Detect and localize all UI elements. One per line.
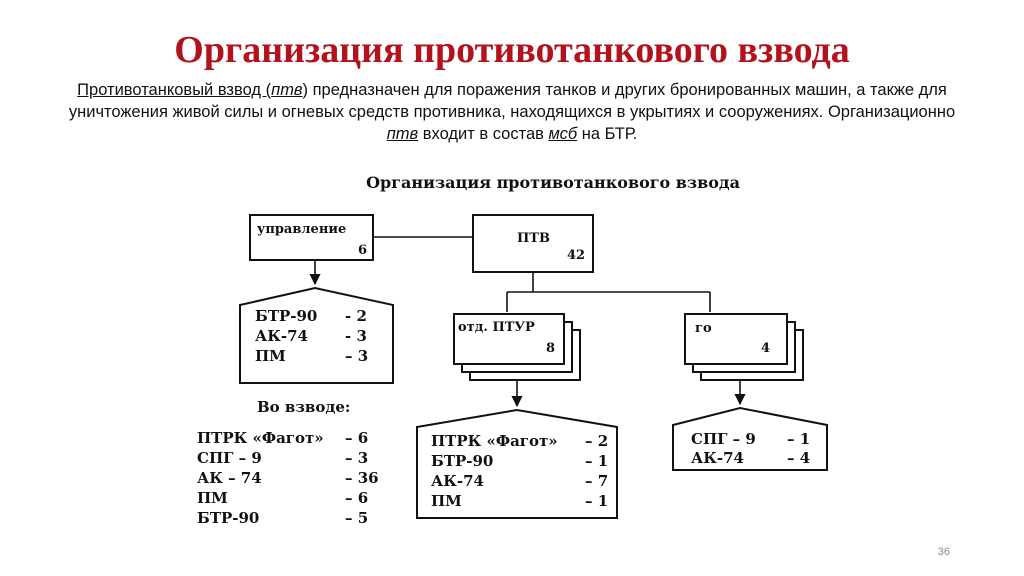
upr-item-value: – 3 <box>345 347 368 365</box>
slide-number: 36 <box>937 546 950 558</box>
ptur-item-name: ПТРК «Фагот» <box>431 432 558 450</box>
upr-item-value: - 3 <box>345 327 367 345</box>
ptur-item-value: – 2 <box>585 432 608 450</box>
go-equipment-box: СПГ – 9 – 1 АК-74 – 4 <box>672 406 828 471</box>
ptv-box: ПТВ 42 <box>472 214 594 273</box>
go-box: го 4 <box>684 313 804 381</box>
org-diagram: Организация противотанкового взвода упра… <box>195 160 835 550</box>
ptv-count: 42 <box>567 248 585 263</box>
totals-item-value: – 5 <box>345 509 368 527</box>
totals-item-name: АК – 74 <box>197 469 262 487</box>
totals-item-value: – 6 <box>345 489 368 507</box>
upravlenie-label: управление <box>257 222 346 237</box>
upr-equipment-box: БТР-90 - 2 АК-74 - 3 ПМ – 3 <box>239 286 394 384</box>
intro-end: на БТР. <box>577 125 638 143</box>
go-label: го <box>695 321 712 336</box>
upr-item-name: БТР-90 <box>255 307 317 325</box>
otd-ptur-count: 8 <box>546 341 555 356</box>
go-item-name: СПГ – 9 <box>691 430 756 448</box>
ptur-item-value: – 1 <box>585 452 608 470</box>
ptur-item-value: – 1 <box>585 492 608 510</box>
go-item-name: АК-74 <box>691 449 744 467</box>
upr-item-value: - 2 <box>345 307 367 325</box>
intro-paragraph: Противотанковый взвод (птв) предназначен… <box>60 79 964 145</box>
ptur-item-name: АК-74 <box>431 472 484 490</box>
slide-title: Организация противотанкового взвода <box>174 29 850 71</box>
totals-item-name: ПМ <box>197 489 228 507</box>
intro-mid: ) предназначен для поражения танков и др… <box>68 81 956 121</box>
upr-item-name: ПМ <box>255 347 286 365</box>
totals-item-name: БТР-90 <box>197 509 259 527</box>
ptur-item-name: БТР-90 <box>431 452 493 470</box>
ptur-item-name: ПМ <box>431 492 462 510</box>
ptur-item-value: – 7 <box>585 472 608 490</box>
go-item-value: – 1 <box>787 430 810 448</box>
intro-abbr-ptv: птв <box>271 81 303 99</box>
otd-ptur-label: отд. ПТУР <box>458 320 535 335</box>
totals-item-value: – 6 <box>345 429 368 447</box>
totals-item-value: – 36 <box>345 469 379 487</box>
totals-item-value: – 3 <box>345 449 368 467</box>
totals-item-name: ПТРК «Фагот» <box>197 429 324 447</box>
upr-item-name: АК-74 <box>255 327 308 345</box>
intro-abbr-msb: мсб <box>548 125 578 143</box>
otd-ptur-box: отд. ПТУР 8 <box>453 313 581 381</box>
org-diagram-svg: Организация противотанкового взвода упра… <box>197 173 828 527</box>
upravlenie-count: 6 <box>358 243 367 258</box>
go-item-value: – 4 <box>787 449 810 467</box>
totals-heading: Во взводе: <box>257 398 350 416</box>
upravlenie-box: управление 6 <box>249 214 374 261</box>
platoon-totals: Во взводе: ПТРК «Фагот» – 6 СПГ – 9 – 3 … <box>197 398 379 527</box>
ptv-label: ПТВ <box>517 231 550 246</box>
intro-lead: Противотанковый взвод ( <box>77 81 272 99</box>
branch-connectors <box>506 272 711 312</box>
diagram-title: Организация противотанкового взвода <box>366 173 740 192</box>
go-count: 4 <box>761 341 770 356</box>
ptur-equipment-box: ПТРК «Фагот» – 2 БТР-90 – 1 АК-74 – 7 ПМ… <box>416 408 618 519</box>
intro-abbr-ptv-2: птв <box>386 125 419 143</box>
totals-item-name: СПГ – 9 <box>197 449 262 467</box>
intro-mid2: входит в состав <box>418 125 549 143</box>
